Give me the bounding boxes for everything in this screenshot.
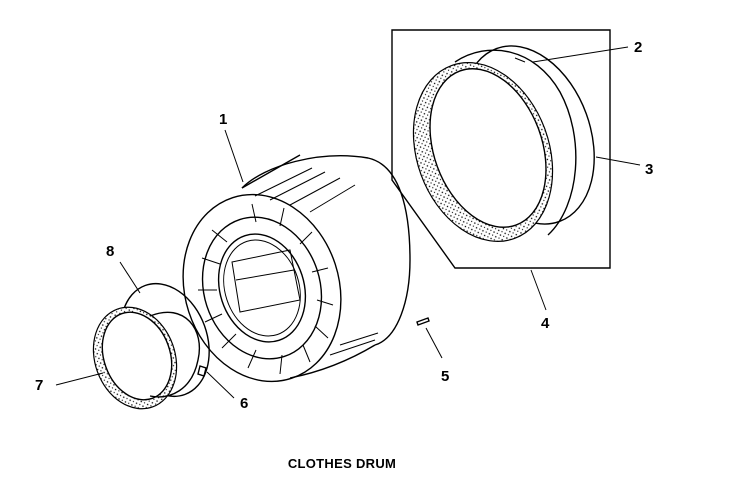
callout-3: 3: [645, 161, 653, 178]
seal-clip-part: [197, 365, 207, 377]
front-felt-seal-part: [92, 306, 200, 410]
callout-2: 2: [634, 39, 642, 56]
callout-leader-lines: [55, 46, 641, 399]
rear-felt-seal-part: [412, 49, 577, 242]
drum-key-part: [416, 317, 430, 326]
callout-8: 8: [106, 243, 114, 260]
clothes-drum-part: [182, 154, 411, 383]
callout-4: 4: [541, 315, 550, 332]
callout-5: 5: [441, 368, 449, 385]
callout-1: 1: [219, 111, 227, 128]
callout-7: 7: [35, 377, 43, 394]
diagram-caption: CLOTHES DRUM: [288, 456, 396, 471]
callout-6: 6: [240, 395, 248, 412]
rear-seal-assembly-box: [391, 29, 611, 269]
